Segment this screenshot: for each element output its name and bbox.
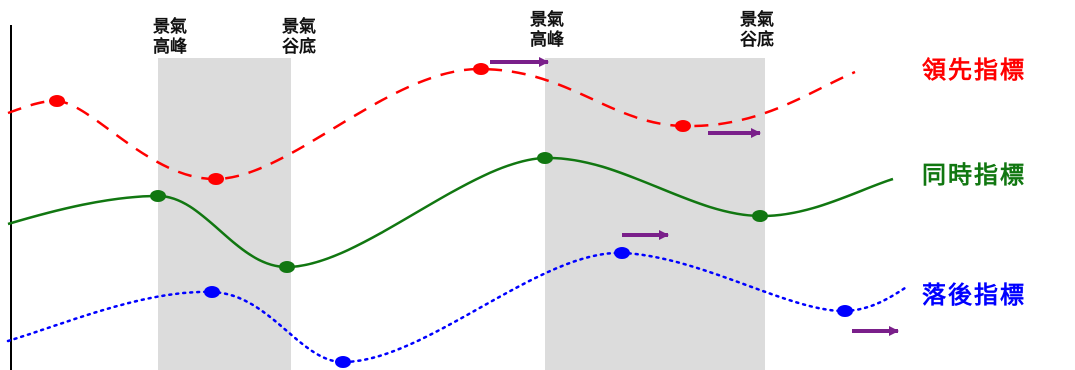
lagging-indicator-line xyxy=(6,251,907,364)
contraction-band-2 xyxy=(545,58,765,370)
lagging-trough-marker-2 xyxy=(837,305,853,317)
leading-peak-marker-2 xyxy=(473,63,489,75)
trough-label-2-line2: 谷底 xyxy=(740,29,774,50)
coincident-trough-marker-1 xyxy=(279,261,295,273)
leading-trough-marker-2 xyxy=(675,120,691,132)
leading-indicator-line xyxy=(7,67,856,181)
coincident-trough-marker-2 xyxy=(752,210,768,222)
peak-label-1-line2: 高峰 xyxy=(153,36,188,57)
trough-label-2-line1: 景氣 xyxy=(740,9,774,30)
coincident-peak-marker-1 xyxy=(150,190,166,202)
peak-label-2-line1: 景氣 xyxy=(530,9,564,30)
coincident-indicator-label: 同時指標 xyxy=(922,161,1026,189)
contraction-band-1 xyxy=(158,58,291,370)
coincident-peak-marker-2 xyxy=(537,152,553,164)
leading-peak-marker-1 xyxy=(49,95,65,107)
trough-label-1-line2: 谷底 xyxy=(282,36,316,57)
leading-trough-marker-1 xyxy=(208,173,224,185)
lagging-peak-marker-2 xyxy=(614,247,630,259)
lagging-peak-marker-1 xyxy=(204,286,220,298)
lagging-indicator-label: 落後指標 xyxy=(922,281,1026,309)
trough-label-1-line1: 景氣 xyxy=(282,16,316,37)
leading-indicator-label: 領先指標 xyxy=(922,56,1026,84)
lagging-trough-marker-1 xyxy=(335,356,351,368)
peak-label-2-line2: 高峰 xyxy=(530,29,565,50)
peak-label-1-line1: 景氣 xyxy=(153,16,187,37)
